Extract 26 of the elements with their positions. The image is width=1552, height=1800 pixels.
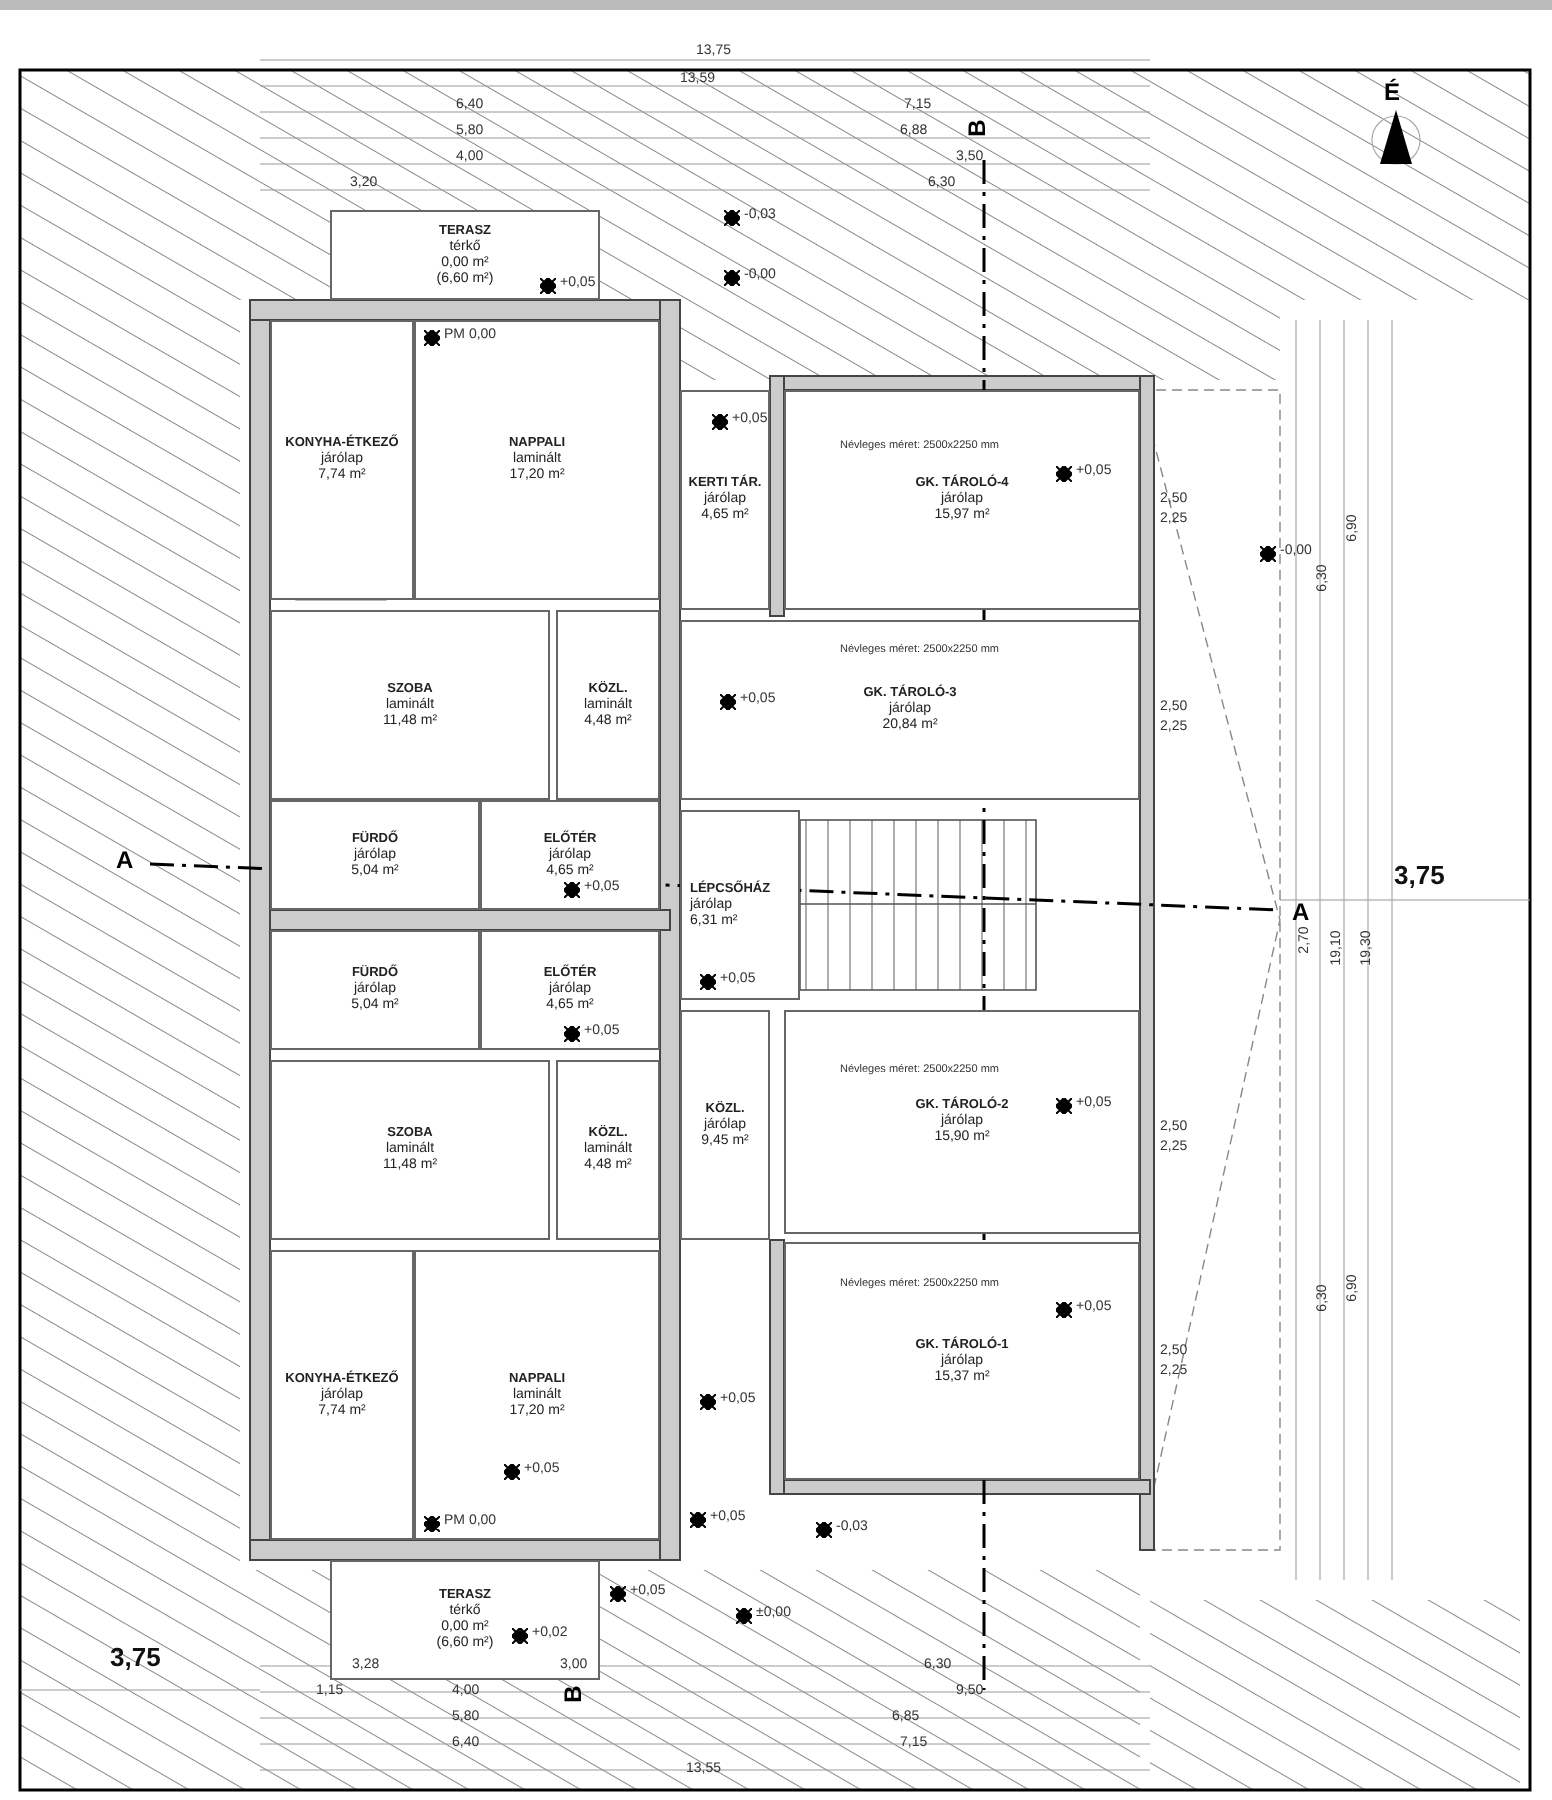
room bbox=[784, 1010, 1140, 1234]
room bbox=[270, 320, 414, 600]
room bbox=[480, 930, 660, 1050]
room bbox=[330, 1560, 600, 1680]
room bbox=[680, 810, 800, 1000]
room bbox=[784, 1242, 1140, 1480]
dimension-text: 3,75 bbox=[1394, 868, 1445, 884]
dimension-text: 3,75 bbox=[110, 1650, 161, 1666]
room bbox=[680, 390, 770, 610]
room bbox=[270, 800, 480, 910]
section-mark: B bbox=[968, 119, 985, 137]
room bbox=[784, 390, 1140, 610]
room bbox=[680, 620, 1140, 800]
room bbox=[270, 1060, 550, 1240]
room bbox=[330, 210, 600, 300]
room bbox=[270, 1250, 414, 1540]
room bbox=[414, 1250, 660, 1540]
room bbox=[680, 1010, 770, 1240]
section-mark: A bbox=[1292, 904, 1310, 920]
room bbox=[270, 610, 550, 800]
room bbox=[270, 930, 480, 1050]
room bbox=[480, 800, 660, 910]
room bbox=[556, 1060, 660, 1240]
room bbox=[414, 320, 660, 600]
section-mark: A bbox=[116, 852, 134, 868]
room bbox=[556, 610, 660, 800]
